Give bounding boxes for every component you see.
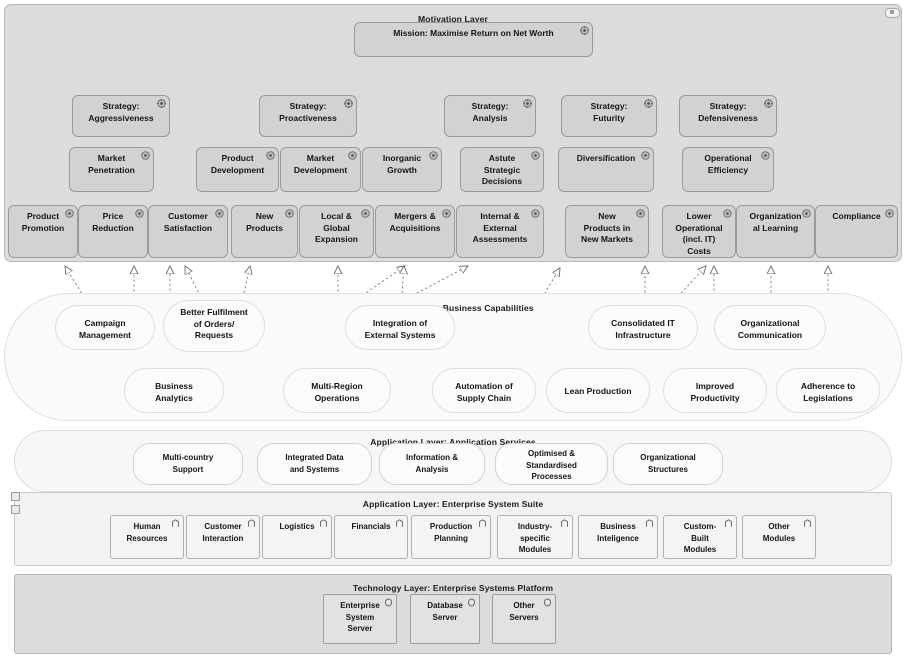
goal-customer-satisfaction[interactable]: Customer Satisfaction [148, 205, 228, 258]
node-other-servers[interactable]: Other Servers [492, 594, 556, 644]
goal-icon [157, 99, 166, 108]
module-business-intelligence[interactable]: Business Inteligence [578, 515, 658, 559]
application-component-icon [724, 519, 733, 528]
goal-new-products[interactable]: New Products [231, 205, 298, 258]
goal-icon [266, 151, 275, 160]
goal-internal-external-assessments[interactable]: Internal & External Assessments [456, 205, 544, 258]
strategy-futurity[interactable]: Strategy: Futurity [561, 95, 657, 137]
goal-icon [141, 151, 150, 160]
module-production-planning[interactable]: Production Planning [411, 515, 491, 559]
application-component-icon [171, 519, 180, 528]
service-organizational-structures[interactable]: Organizational Structures [613, 443, 723, 485]
application-component-icon [560, 519, 569, 528]
goal-icon [135, 209, 144, 218]
application-component-icon [803, 519, 812, 528]
module-human-resources[interactable]: Human Resources [110, 515, 184, 559]
strategy-proactiveness[interactable]: Strategy: Proactiveness [259, 95, 357, 137]
goal-icon [523, 99, 532, 108]
goal-icon [344, 99, 353, 108]
goal-icon [429, 151, 438, 160]
service-integrated-data-systems[interactable]: Integrated Data and Systems [257, 443, 372, 485]
application-component-icon [247, 519, 256, 528]
module-logistics[interactable]: Logistics [262, 515, 332, 559]
goal-lower-operational-costs[interactable]: Lower Operational (incl. IT) Costs [662, 205, 736, 258]
goal-mergers-acquisitions[interactable]: Mergers & Acquisitions [375, 205, 455, 258]
goal-icon [641, 151, 650, 160]
objective-astute-strategic-decisions[interactable]: Astute Strategic Decisions [460, 147, 544, 192]
goal-icon [442, 209, 451, 218]
objective-market-development[interactable]: Market Development [280, 147, 361, 192]
capability-business-analytics[interactable]: Business Analytics [124, 368, 224, 413]
goal-icon [361, 209, 370, 218]
objective-operational-efficiency[interactable]: Operational Efficiency [682, 147, 774, 192]
strategy-aggressiveness[interactable]: Strategy: Aggressiveness [72, 95, 170, 137]
goal-icon [761, 151, 770, 160]
capability-adherence-legislations[interactable]: Adherence to Legislations [776, 368, 880, 413]
module-customer-interaction[interactable]: Customer Interaction [186, 515, 260, 559]
goal-icon [348, 151, 357, 160]
capability-multi-region-operations[interactable]: Multi-Region Operations [283, 368, 391, 413]
capability-campaign-management[interactable]: Campaign Management [55, 305, 155, 350]
goal-icon [802, 209, 811, 218]
collapse-chip-icon[interactable] [885, 8, 900, 18]
module-other-modules[interactable]: Other Modules [742, 515, 816, 559]
goal-icon [65, 209, 74, 218]
application-suite-title: Application Layer: Enterprise System Sui… [362, 499, 544, 509]
capability-consolidated-it-infrastructure[interactable]: Consolidated IT Infrastructure [588, 305, 698, 350]
goal-local-global-expansion[interactable]: Local & Global Expansion [299, 205, 374, 258]
application-component-icon [478, 519, 487, 528]
goal-icon [885, 209, 894, 218]
objective-diversification[interactable]: Diversification [558, 147, 654, 192]
goal-icon [531, 151, 540, 160]
goal-compliance[interactable]: Compliance [815, 205, 898, 258]
goal-icon [580, 26, 589, 35]
goal-icon [285, 209, 294, 218]
mission-box[interactable]: Mission: Maximise Return on Net Worth [354, 22, 593, 57]
application-component-icon [395, 519, 404, 528]
resize-handle-bottom[interactable] [11, 505, 20, 514]
motivation-layer-title: Motivation Layer [418, 14, 488, 24]
capability-improved-productivity[interactable]: Improved Productivity [663, 368, 767, 413]
goal-icon [215, 209, 224, 218]
business-layer-title: Business Layer: Business Capabilities [372, 303, 534, 313]
goal-new-products-new-markets[interactable]: New Products in New Markets [565, 205, 649, 258]
objective-product-development[interactable]: Product Development [196, 147, 279, 192]
module-custom-built[interactable]: Custom- Built Modules [663, 515, 737, 559]
application-component-icon [645, 519, 654, 528]
service-multi-country-support[interactable]: Multi-country Support [133, 443, 243, 485]
goal-icon [644, 99, 653, 108]
application-services-title: Application Layer: Application Services [370, 437, 536, 447]
capability-lean-production[interactable]: Lean Production [546, 368, 650, 413]
goal-icon [636, 209, 645, 218]
capability-integration-external-systems[interactable]: Integration of External Systems [345, 305, 455, 350]
technology-layer-title: Technology Layer: Enterprise Systems Pla… [352, 583, 554, 593]
goal-icon [723, 209, 732, 218]
node-enterprise-system-server[interactable]: Enterprise System Server [323, 594, 397, 644]
application-component-icon [319, 519, 328, 528]
objective-inorganic-growth[interactable]: Inorganic Growth [362, 147, 442, 192]
goal-icon [531, 209, 540, 218]
strategy-analysis[interactable]: Strategy: Analysis [444, 95, 536, 137]
objective-market-penetration[interactable]: Market Penetration [69, 147, 154, 192]
module-financials[interactable]: Financials [334, 515, 408, 559]
node-icon [543, 598, 552, 607]
service-optimised-standardised-processes[interactable]: Optimised & Standardised Processes [495, 443, 608, 485]
capability-automation-supply-chain[interactable]: Automation of Supply Chain [432, 368, 536, 413]
node-database-server[interactable]: Database Server [410, 594, 480, 644]
capability-better-fulfilment[interactable]: Better Fulfilment of Orders/ Requests [163, 300, 265, 352]
node-icon [384, 598, 393, 607]
goal-price-reduction[interactable]: Price Reduction [78, 205, 148, 258]
goal-product-promotion[interactable]: Product Promotion [8, 205, 78, 258]
node-icon [467, 598, 476, 607]
goal-organizational-learning[interactable]: Organization al Learning [736, 205, 815, 258]
capability-organizational-communication[interactable]: Organizational Communication [714, 305, 826, 350]
goal-icon [764, 99, 773, 108]
strategy-defensiveness[interactable]: Strategy: Defensiveness [679, 95, 777, 137]
resize-handle-top[interactable] [11, 492, 20, 501]
service-information-analysis[interactable]: Information & Analysis [379, 443, 485, 485]
module-industry-specific[interactable]: Industry- specific Modules [497, 515, 573, 559]
